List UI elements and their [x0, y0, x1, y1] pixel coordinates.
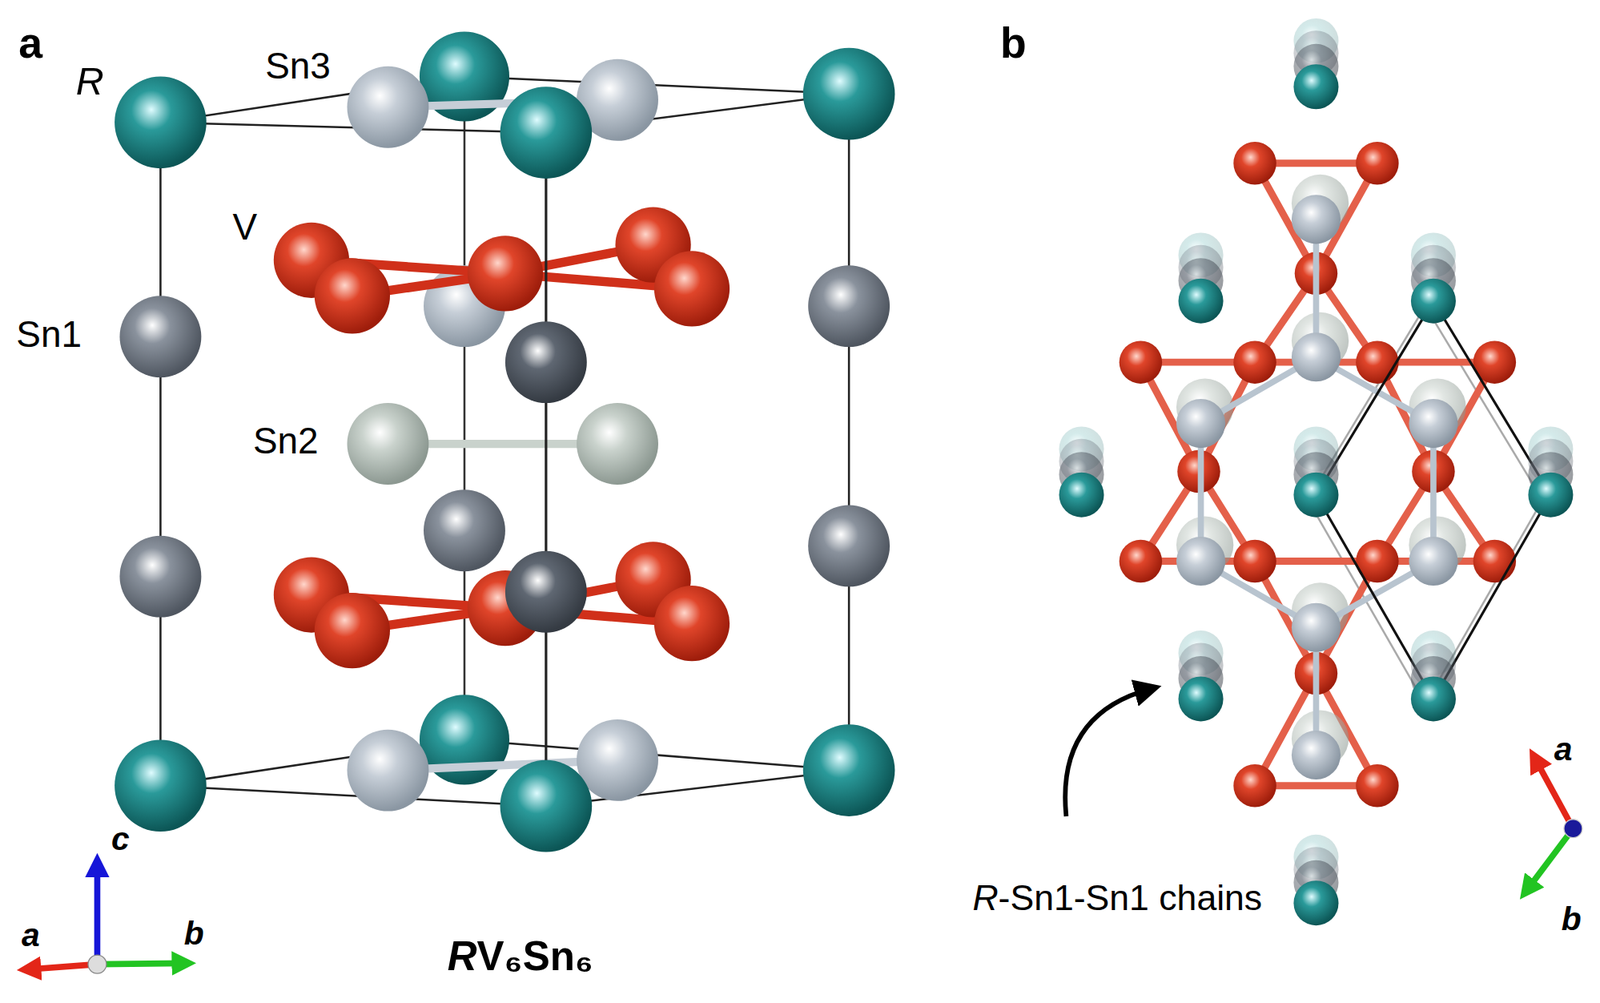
sn3-atom: [1291, 603, 1341, 652]
cell-edge: [544, 132, 547, 807]
cell-edge: [159, 122, 162, 786]
cell-edge: [463, 76, 467, 740]
sn3-atom: [1176, 398, 1226, 448]
b-axis: [96, 962, 184, 964]
r-atom: [1527, 472, 1573, 518]
c-axis: [94, 864, 101, 965]
v-atom: [1233, 340, 1276, 383]
sn1-atom: [119, 535, 202, 618]
axis-label: a: [21, 916, 41, 953]
sn3-atom: [1291, 332, 1341, 382]
sn2-atom: [576, 402, 659, 485]
panel-label: a: [18, 19, 43, 67]
r-atom: [1293, 472, 1339, 518]
axis-triad: [28, 864, 185, 973]
unit-cell-panel: [114, 31, 895, 852]
v-atom: [1233, 141, 1276, 185]
a-axis: [1535, 759, 1573, 829]
atom-label: R: [76, 60, 105, 103]
atom-label: Sn1: [16, 313, 82, 354]
r-atom: [500, 86, 593, 179]
top-view-panel: [1059, 18, 1574, 925]
sn1-atom: [505, 321, 587, 403]
sn1-atom: [505, 550, 587, 633]
v-atom: [1119, 340, 1162, 383]
r-atom: [1293, 64, 1339, 109]
sn2-atom: [346, 402, 429, 485]
v-atom: [314, 592, 390, 668]
r-atom: [1411, 278, 1456, 324]
v-atom: [654, 585, 730, 661]
sn1-atom: [119, 295, 202, 378]
compound-formula: RV₆Sn₆: [447, 933, 594, 979]
sn1-atom: [808, 504, 890, 587]
c-axis-dot: [1563, 819, 1583, 838]
sn3-atom: [346, 66, 429, 149]
a-axis: [28, 964, 97, 969]
v-atom: [1233, 539, 1276, 583]
atom-label: Sn3: [265, 44, 331, 85]
sn3-atom: [346, 729, 429, 812]
v-atom: [1473, 539, 1516, 583]
r-atom: [114, 76, 207, 169]
v-atom: [1233, 763, 1276, 807]
r-atom: [500, 759, 593, 853]
atom-label: Sn2: [253, 420, 319, 461]
axis-label: a: [1554, 731, 1573, 768]
panel-label: b: [1000, 19, 1027, 67]
callout-arrow: [1065, 688, 1151, 817]
sn3-atom: [1408, 398, 1458, 448]
axis-label: c: [111, 820, 130, 857]
sn3-atom: [1291, 194, 1341, 244]
sn3-atom: [1176, 536, 1226, 586]
axis-label: b: [184, 914, 205, 951]
atom-label: V: [233, 206, 258, 247]
r-atom: [1178, 675, 1224, 721]
r-atom: [1178, 278, 1224, 324]
r-atom: [114, 739, 207, 832]
v-atom: [654, 250, 730, 326]
sn1-atom: [808, 265, 890, 347]
axis-origin: [88, 954, 107, 973]
r-atom: [1059, 472, 1105, 518]
sn3-atom: [1291, 730, 1341, 780]
r-atom: [1411, 675, 1456, 721]
r-atom: [1293, 880, 1339, 925]
v-atom: [1355, 141, 1399, 185]
axis-label: b: [1561, 900, 1582, 937]
v-atom: [1119, 539, 1162, 583]
sn3-atom: [576, 719, 659, 801]
sn3-atom: [1408, 536, 1458, 586]
axis-triad: [1527, 759, 1583, 890]
v-atom: [1355, 340, 1399, 383]
v-atom: [314, 257, 390, 334]
callout-label: R-Sn1-Sn1 chains: [964, 878, 1271, 918]
cell-edge: [848, 93, 851, 770]
v-atom: [1355, 763, 1399, 807]
v-atom: [467, 235, 543, 311]
sn1-atom: [423, 489, 506, 571]
r-atom: [803, 723, 896, 817]
b-axis: [1527, 828, 1573, 889]
r-atom: [803, 48, 896, 141]
